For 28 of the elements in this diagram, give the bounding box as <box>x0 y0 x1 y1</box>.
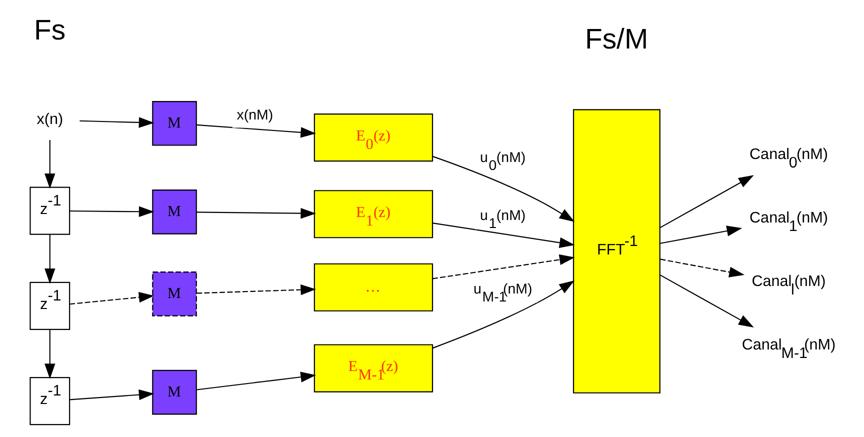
arrow <box>196 372 316 390</box>
arrow <box>659 274 754 328</box>
node-box: M <box>152 370 196 415</box>
arrow <box>432 280 574 349</box>
arrow <box>79 117 154 128</box>
arrow <box>660 258 744 278</box>
arrow <box>196 124 316 138</box>
arrow <box>432 222 574 248</box>
arrow <box>432 156 574 222</box>
arrow <box>44 234 55 284</box>
arrow <box>196 284 316 296</box>
node-box: … <box>313 263 433 312</box>
arrow <box>660 226 742 244</box>
node-box: M <box>152 100 196 146</box>
arrow <box>69 292 154 305</box>
node-box: M <box>152 190 196 234</box>
node-text: x(n) <box>36 111 63 128</box>
label: Fs <box>34 14 66 47</box>
label: Fs/M <box>584 23 648 56</box>
arrow <box>44 140 55 189</box>
arrow <box>69 206 154 217</box>
arrow <box>196 208 316 219</box>
arrow <box>69 389 154 400</box>
arrow <box>44 330 55 379</box>
arrow <box>659 175 754 228</box>
arrow <box>432 254 574 280</box>
node-box: M <box>152 272 196 316</box>
edge-label: x(nM) <box>236 107 273 124</box>
